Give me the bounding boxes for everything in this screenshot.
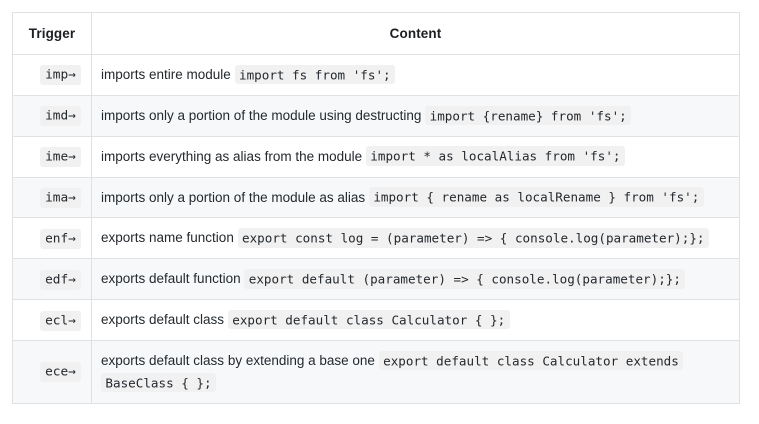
table-body: imp→ imports entire module import fs from…	[12, 54, 740, 404]
content-cell: exports default function export default …	[91, 258, 740, 301]
trigger-shortcut[interactable]: ima→	[39, 187, 81, 209]
content-cell: imports everything as alias from the mod…	[91, 135, 740, 178]
trigger-cell: imp→	[12, 54, 92, 96]
table-row: ima→ imports only a portion of the module…	[12, 176, 740, 219]
snippet-code: export default (parameter) => { console.…	[244, 269, 686, 289]
trigger-cell: edf→	[12, 258, 92, 301]
trigger-cell: ece→	[12, 340, 92, 404]
trigger-shortcut[interactable]: ime→	[39, 147, 81, 168]
snippet-description: imports entire module	[101, 67, 231, 82]
trigger-shortcut[interactable]: imd→	[39, 106, 81, 127]
snippet-code: import fs from 'fs';	[234, 64, 396, 85]
column-header-content: Content	[91, 12, 740, 55]
snippet-description: exports default class	[101, 312, 225, 328]
table-row: enf→ exports name function export const l…	[12, 217, 740, 260]
snippet-description: imports everything as alias from the mod…	[101, 148, 363, 164]
snippets-table: Trigger Content imp→ imports entire modul…	[12, 12, 740, 404]
snippet-description: exports name function	[101, 230, 234, 246]
trigger-shortcut[interactable]: imp→	[39, 65, 81, 86]
content-cell: exports default class export default cla…	[91, 299, 740, 342]
trigger-cell: imd→	[12, 94, 92, 137]
table-row: ime→ imports everything as alias from the…	[12, 135, 740, 178]
trigger-shortcut[interactable]: ecl→	[39, 310, 81, 331]
content-cell: exports name function export const log =…	[91, 217, 740, 260]
table-header: Trigger Content	[12, 12, 740, 55]
snippet-code: import {rename} from 'fs';	[425, 105, 632, 126]
table-header-row: Trigger Content	[12, 12, 740, 55]
column-header-trigger: Trigger	[12, 12, 92, 55]
snippet-description: imports only a portion of the module as …	[101, 189, 366, 205]
table-row: imd→ imports only a portion of the module…	[12, 94, 740, 137]
snippet-description: exports default function	[101, 271, 241, 287]
table-row: ecl→ exports default class export default…	[12, 299, 740, 342]
snippet-code: export default class Calculator { };	[227, 309, 510, 330]
trigger-cell: ima→	[12, 176, 92, 219]
content-cell: exports default class by extending a bas…	[91, 340, 740, 404]
content-cell: imports only a portion of the module usi…	[91, 94, 740, 137]
trigger-shortcut[interactable]: enf→	[39, 228, 81, 249]
trigger-cell: ime→	[12, 135, 92, 178]
table-row: imp→ imports entire module import fs from…	[12, 54, 740, 96]
snippet-code: export const log = (parameter) => { cons…	[237, 228, 709, 248]
trigger-shortcut[interactable]: ece→	[39, 362, 81, 383]
snippet-description: imports only a portion of the module usi…	[101, 107, 422, 123]
snippet-description: exports default class by extending a bas…	[101, 353, 375, 369]
trigger-cell: enf→	[12, 217, 92, 260]
snippet-code: import * as localAlias from 'fs';	[365, 146, 625, 166]
content-cell: imports only a portion of the module as …	[91, 176, 740, 219]
trigger-shortcut[interactable]: edf→	[39, 269, 81, 290]
table-row: edf→ exports default function export defa…	[12, 258, 740, 301]
content-cell: imports entire module import fs from 'fs…	[91, 54, 740, 96]
table-row: ece→ exports default class by extending a…	[12, 340, 740, 404]
snippet-code: import { rename as localRename } from 'f…	[368, 187, 704, 207]
trigger-cell: ecl→	[12, 299, 92, 342]
